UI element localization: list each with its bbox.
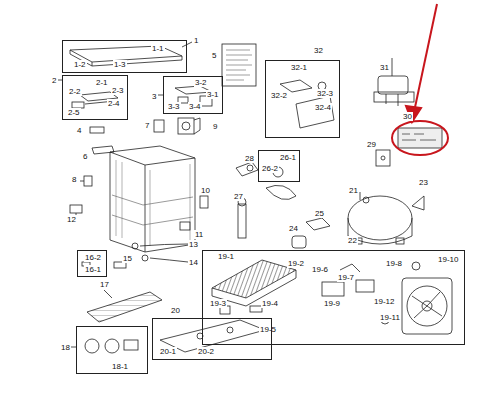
callout-number: 1 [193,36,199,45]
callout-number: 12 [66,215,77,224]
callout-number: 3-1 [206,90,220,99]
callout-number: 20-1 [159,347,177,356]
callout-number: 2 [51,76,57,85]
callout-number: 18-1 [111,362,129,371]
callout-number: 1-2 [73,60,87,69]
callout-number: 19-5 [259,325,277,334]
callout-number: 3 [151,92,157,101]
callout-number: 25 [314,209,325,218]
callout-group-box: 26-126-2 [258,150,300,182]
callout-number: 19-2 [287,259,305,268]
callout-number: 3-2 [194,78,208,87]
callout-number: 19-4 [261,299,279,308]
callout-number: 15 [122,254,133,263]
callout-number: 19-10 [437,255,459,264]
callout-number: 32-1 [290,63,308,72]
callout-number: 5 [211,51,217,60]
callout-number: 26-1 [279,153,297,162]
callout-number: 7 [144,121,150,130]
callout-number: 29 [366,140,377,149]
callout-number: 32-2 [270,91,288,100]
callout-group-box: 1-1 1-2 1-3 [62,40,187,73]
callout-number: 19-12 [373,297,395,306]
callout-number: 28 [244,154,255,163]
callout-number: 14 [188,258,199,267]
callout-number: 19-8 [385,259,403,268]
callout-number: 10 [200,186,211,195]
callout-number: 19-3 [209,299,227,308]
callout-number: 22 [347,236,358,245]
callout-number: 11 [194,230,204,239]
callout-number: 9 [212,122,218,131]
callout-group-box: 16-2 16-1 [77,250,107,277]
callout-number: 2-2 [68,87,82,96]
callout-number: 8 [71,175,77,184]
callout-group-box: 3-2 3-1 3-3 3-4 [163,76,223,114]
callout-number: 16-2 [84,253,102,262]
callout-number: 19-1 [217,252,235,261]
callout-number: 32 [313,46,324,55]
callout-number: 19-9 [323,299,341,308]
callout-number: 17 [99,280,110,289]
callout-number: 19-7 [337,273,355,282]
callout-number: 4 [76,126,82,135]
callout-number: 2-5 [67,108,81,117]
callout-number: 2-4 [107,99,121,108]
callout-group-box: 2-1 2-2 2-3 2-4 2-5 [62,75,128,120]
callout-number: 20-2 [197,347,215,356]
callout-number: 27 [233,192,244,201]
callout-number: 6 [82,152,88,161]
callout-number: 32-4 [314,103,332,112]
callout-number: 21 [348,186,359,195]
callout-number: 20 [170,306,181,315]
callout-number: 3-3 [167,102,181,111]
callout-number: 31 [379,63,390,72]
callout-number: 19-11 [379,313,401,322]
callout-number: 1-3 [113,60,127,69]
callout-number: 18 [60,343,71,352]
callout-number: 13 [188,240,199,249]
callout-number: 1-1 [151,44,165,53]
callout-number: 30 [402,112,413,121]
callout-group-box: 32-1 32-2 32-3 32-4 [265,60,340,138]
callout-number: 2-3 [111,86,125,95]
callout-number: 32-3 [316,89,334,98]
callout-number: 23 [418,178,429,187]
callout-group-box: 20-1 20-2 [152,318,272,360]
callout-group-box: 18-1 [76,326,148,374]
callout-number: 24 [288,224,299,233]
callout-number: 2-1 [95,78,109,87]
callout-number: 16-1 [84,265,102,274]
callout-number: 19-6 [311,265,329,274]
callout-number: 26-2 [261,164,279,173]
callout-group-box: 19-1 19-2 19-6 19-8 19-10 19-7 19-3 19-4 19-9 19-… [202,250,465,345]
callout-number: 3-4 [188,102,202,111]
